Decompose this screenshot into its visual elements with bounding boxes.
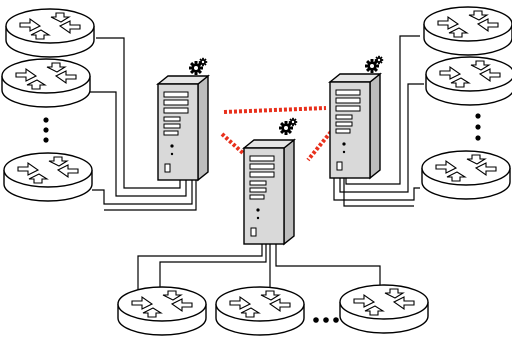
router-icon — [421, 150, 511, 200]
router-icon — [1, 58, 91, 108]
server-icon — [243, 139, 295, 245]
connection-lines — [88, 35, 424, 296]
link-left-router-2 — [88, 91, 187, 197]
left-ellipsis — [43, 117, 49, 143]
router-icon — [117, 286, 207, 336]
gear-icon — [365, 55, 384, 73]
link-right-router-3 — [333, 160, 420, 201]
router-icon — [425, 56, 512, 106]
link-bottom-router-1 — [137, 238, 263, 296]
server-icon — [157, 75, 209, 181]
link-bottom-router-3 — [275, 238, 381, 296]
gear-icon — [189, 57, 208, 75]
link-left-right — [223, 106, 327, 114]
router-icon — [215, 286, 305, 336]
bottom-router-group — [117, 284, 429, 336]
link-left-center — [220, 132, 246, 156]
gear-icon — [279, 117, 298, 135]
router-icon — [423, 6, 512, 56]
right-router-group — [421, 6, 512, 200]
left-router-group — [1, 8, 95, 202]
link-right-router-2 — [339, 83, 424, 193]
link-left-router-3 — [92, 178, 193, 205]
center-server — [243, 117, 298, 245]
router-icon — [339, 284, 429, 334]
left-server — [157, 57, 209, 181]
right-server — [329, 55, 384, 179]
bottom-ellipsis — [313, 317, 339, 323]
router-icon — [5, 8, 95, 58]
right-ellipsis — [475, 113, 481, 141]
server-icon — [329, 73, 381, 179]
link-left-router-1 — [96, 37, 181, 189]
router-icon — [3, 152, 93, 202]
